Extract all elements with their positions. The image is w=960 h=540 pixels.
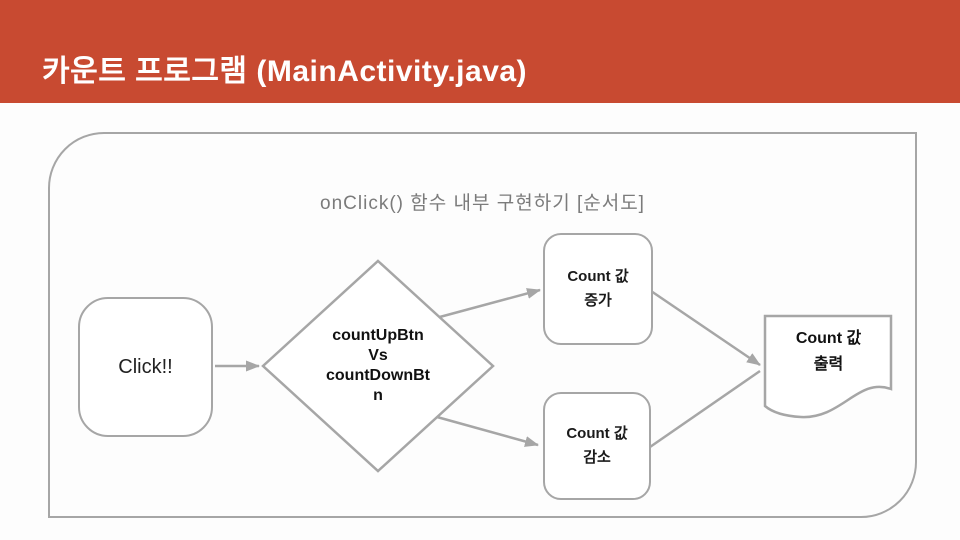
output-node-line1: Count 값: [795, 330, 862, 347]
connector-decision-to-increase: [435, 288, 541, 320]
connector-decrease-to-output: [649, 369, 761, 449]
decision-label-line2: Vs: [368, 347, 388, 364]
increase-node-line1: Count 값: [567, 268, 629, 285]
decision-label-line3: countDownBtn: [326, 367, 430, 404]
content-frame: [48, 132, 917, 518]
page-title: 카운트 프로그램 (MainActivity.java): [42, 55, 528, 88]
decrease-node-line1: Count 값: [566, 425, 628, 442]
output-document-shape: [763, 314, 893, 419]
increase-node: Count 값 증가: [543, 233, 653, 345]
decision-label-line1: countUpBtn: [332, 327, 424, 344]
output-node-label: Count 값 출력: [767, 326, 890, 377]
connector-increase-to-output: [650, 289, 761, 367]
start-node: Click!!: [78, 297, 213, 437]
decrease-node-line2: 감소: [583, 449, 611, 466]
decision-node-label: countUpBtn Vs countDownBtn: [322, 326, 434, 406]
connector-decision-to-decrease: [436, 415, 539, 447]
start-node-label: Click!!: [118, 355, 173, 378]
output-node-line2: 출력: [813, 355, 844, 373]
slide-header: 카운트 프로그램 (MainActivity.java): [0, 0, 960, 103]
decrease-node: Count 값 감소: [543, 392, 651, 500]
increase-node-line2: 증가: [584, 292, 612, 309]
section-subtitle: onClick() 함수 내부 구현하기 [순서도]: [320, 193, 645, 214]
decision-diamond-shape: [261, 259, 495, 473]
